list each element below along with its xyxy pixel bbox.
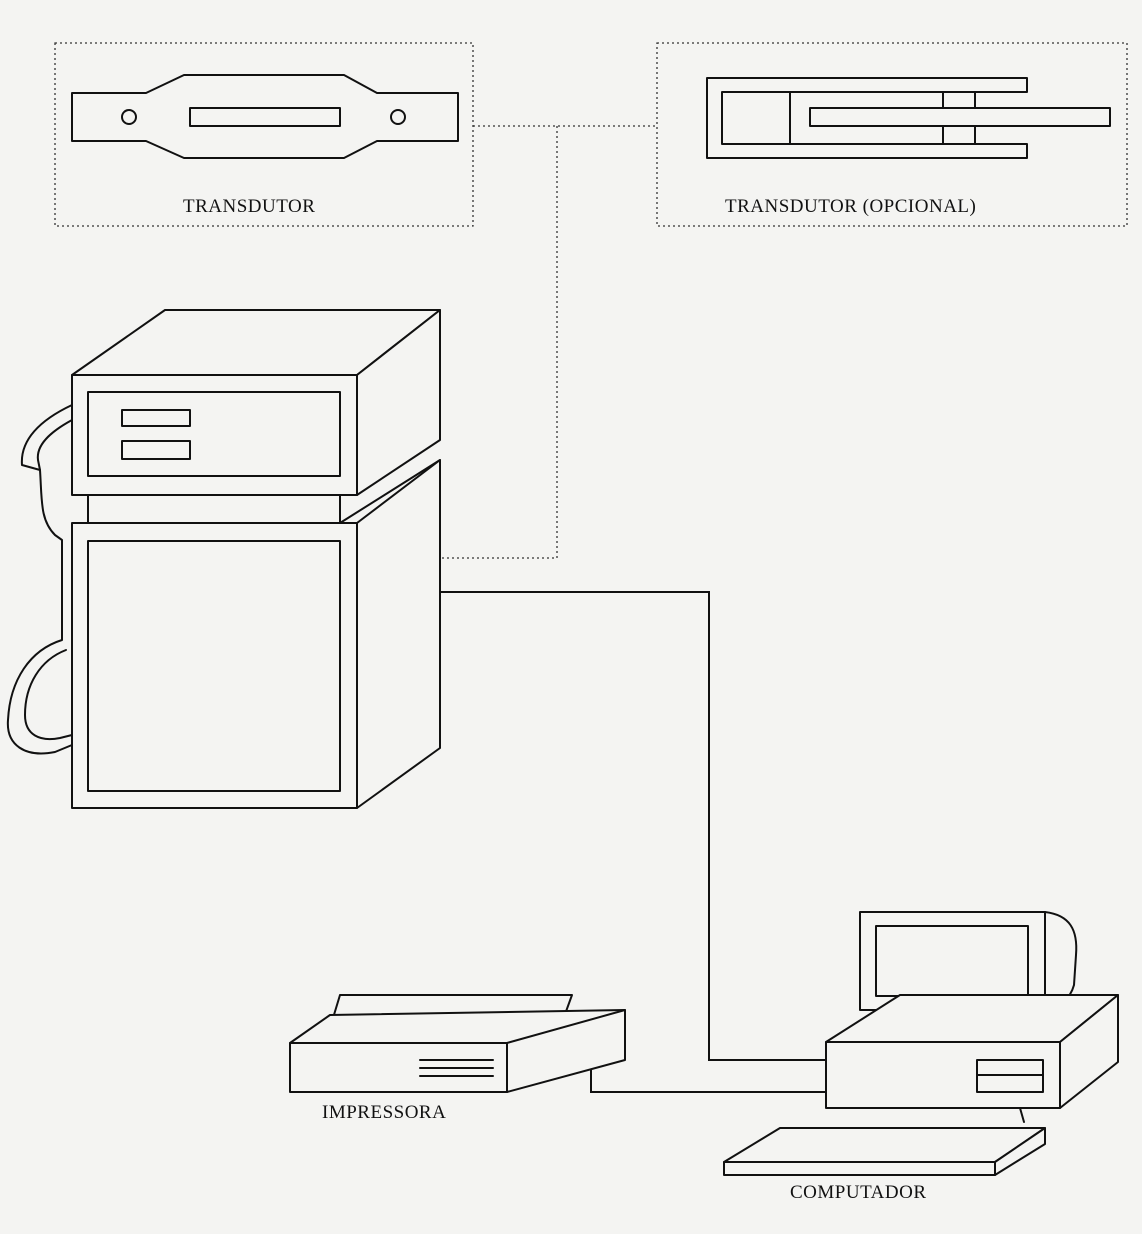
transducer-box [54, 42, 474, 227]
pump-to-computer-wire [440, 591, 826, 1061]
transducer-optional-icon [706, 77, 1111, 159]
printer-label: IMPRESSORA [322, 1102, 447, 1123]
fuel-pump-icon [6, 309, 441, 809]
transducer-label: TRANSDUTOR [183, 196, 316, 217]
computer-icon [723, 911, 1119, 1176]
transducer-to-pump-line [440, 126, 558, 559]
transducer-optional-label: TRANSDUTOR (OPCIONAL) [725, 196, 977, 217]
computer-label: COMPUTADOR [790, 1182, 927, 1203]
printer-icon [289, 994, 626, 1093]
printer-to-computer-wire [590, 1060, 826, 1093]
transducer-icon [71, 74, 459, 159]
transducer-optional-box [656, 42, 1128, 227]
